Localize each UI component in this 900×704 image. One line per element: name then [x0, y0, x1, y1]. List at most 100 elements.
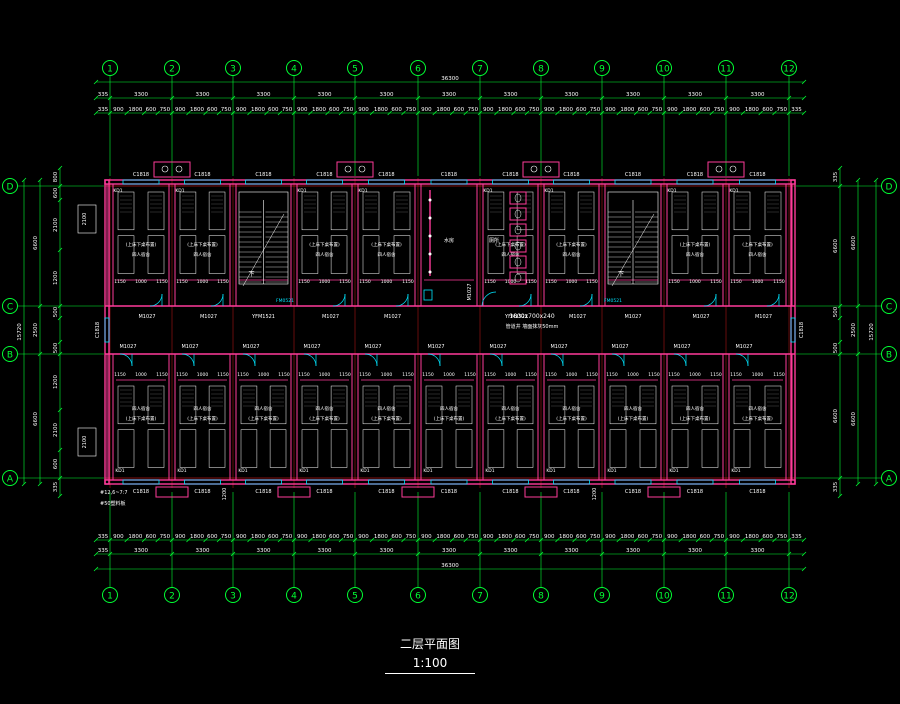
- dim-tick: [57, 351, 63, 357]
- window-north: [306, 179, 343, 185]
- room-type-label: 四人宿舍: [316, 251, 334, 258]
- room-dim: 1000: [381, 372, 393, 378]
- toilet-stall: [509, 255, 527, 269]
- room-type-label: 四人宿舍: [194, 405, 212, 412]
- room-dim: 1150: [114, 372, 126, 378]
- room-north-bed: [487, 235, 505, 274]
- dim-fine-bottom-text: 900: [236, 534, 247, 540]
- toilet-stall: [509, 271, 527, 285]
- door-swing-south: [611, 353, 625, 367]
- dim-tick: [661, 537, 667, 543]
- axis-bubble-x-top-7: [472, 60, 488, 76]
- dim-tick: [463, 110, 469, 116]
- room-dim: 1000: [627, 372, 639, 378]
- room-type-label: 四人宿舍: [132, 251, 150, 258]
- axis-bubble-y-D: [881, 178, 897, 194]
- room-south-bed: [733, 429, 751, 468]
- dim-tick: [801, 537, 807, 543]
- room-north-bed: [301, 191, 319, 231]
- window-tag-north: C1818: [194, 172, 210, 178]
- window-south: [245, 479, 282, 485]
- dim-tick: [107, 110, 113, 116]
- room-dim: 1150: [176, 279, 188, 285]
- dim-tick: [93, 551, 99, 557]
- room-dim: 1150: [484, 279, 496, 285]
- axis-label-y: D: [7, 183, 14, 193]
- dim-tick: [93, 537, 99, 543]
- dim-tick: [477, 110, 483, 116]
- room-type-label: 四人宿舍: [749, 405, 767, 412]
- dim-tick: [801, 79, 807, 85]
- window-tag-south: C1818: [441, 489, 457, 495]
- kd-tag: KD1: [177, 468, 186, 474]
- window-south: [122, 479, 160, 485]
- toilet-stall: [509, 191, 527, 205]
- faucet-icon: [428, 216, 432, 220]
- dim-tick: [661, 95, 667, 101]
- dim-tick: [186, 110, 191, 116]
- room-north-bed: [179, 235, 197, 274]
- door-tag-south: M1027: [673, 344, 690, 350]
- dim-depth-right-text: 6600: [851, 236, 857, 250]
- room-north-bed: [764, 235, 782, 274]
- dim-tick: [57, 407, 63, 413]
- dim-fine-top-text: 750: [468, 107, 479, 113]
- dim-left-fine-text: 1200: [53, 375, 59, 389]
- dim-fine-top-text: 750: [777, 107, 788, 113]
- room-south-bed: [487, 429, 505, 468]
- dim-tick: [93, 95, 99, 101]
- dim-right-fine-text: 6600: [833, 239, 839, 253]
- kd-tag: KD1: [297, 188, 306, 194]
- room-type-label: 四人宿舍: [563, 251, 581, 258]
- dim-tick: [415, 537, 421, 543]
- room-south-bed: [208, 385, 226, 425]
- dim-depth-left-text: 6600: [33, 236, 39, 250]
- door-swing-south: [242, 353, 256, 367]
- dim-fine-bottom-text: 600: [329, 534, 340, 540]
- dim-bays-bottom-text: 335: [98, 548, 109, 554]
- window-north: [122, 179, 160, 185]
- room-south-bed: [269, 429, 287, 468]
- wall-north: [104, 179, 796, 185]
- dim-fine-bottom-text: 900: [483, 534, 494, 540]
- window-tag-south: C1818: [563, 489, 579, 495]
- door-tag-center: M1027: [467, 283, 473, 300]
- fire-door-tag: FM0521: [276, 298, 294, 304]
- dim-fine-bottom-text: 750: [282, 534, 293, 540]
- room-north-bed: [330, 235, 348, 274]
- room-dim: 1150: [278, 372, 290, 378]
- kd-tag: KD1: [483, 188, 492, 194]
- room-north-bed: [548, 191, 566, 231]
- dim-tick: [633, 537, 639, 543]
- side-dim: 1200: [592, 488, 598, 501]
- room-layout-label: (上床下桌布置): [680, 415, 711, 422]
- door-swing-south: [364, 353, 378, 367]
- dim-tick: [57, 165, 63, 171]
- faucet-icon: [428, 198, 432, 202]
- axis-label-x: 10: [658, 592, 670, 602]
- door-tag-north: M1027: [384, 314, 401, 320]
- room-south-bed: [269, 385, 287, 425]
- dim-tick: [855, 303, 861, 309]
- room-layout-label: (上床下桌布置): [371, 415, 402, 422]
- toilet-icon: [514, 273, 522, 283]
- dim-bays-bottom-text: 3300: [565, 548, 579, 554]
- dim-tick: [449, 110, 455, 116]
- room-dim: 1150: [339, 372, 351, 378]
- dim-tick: [93, 110, 99, 116]
- axis-label-x: 9: [599, 65, 605, 75]
- kd-tag: KD1: [299, 468, 308, 474]
- dim-fine-bottom-text: 750: [529, 534, 540, 540]
- dim-tick: [494, 110, 499, 116]
- window-tag-south: C1818: [133, 489, 149, 495]
- axis-label-x: 1: [107, 65, 113, 75]
- dim-fine-top-text: 900: [358, 107, 369, 113]
- door-swing-south: [550, 353, 564, 367]
- dim-bays-top-text: 3300: [751, 92, 765, 98]
- toilet-icon: [514, 257, 522, 267]
- dim-tick: [107, 95, 113, 101]
- room-layout-label: (上床下桌布置): [126, 241, 157, 248]
- dim-tick: [155, 110, 161, 116]
- dim-tick: [538, 537, 544, 543]
- dim-fine-bottom-text: 750: [468, 534, 479, 540]
